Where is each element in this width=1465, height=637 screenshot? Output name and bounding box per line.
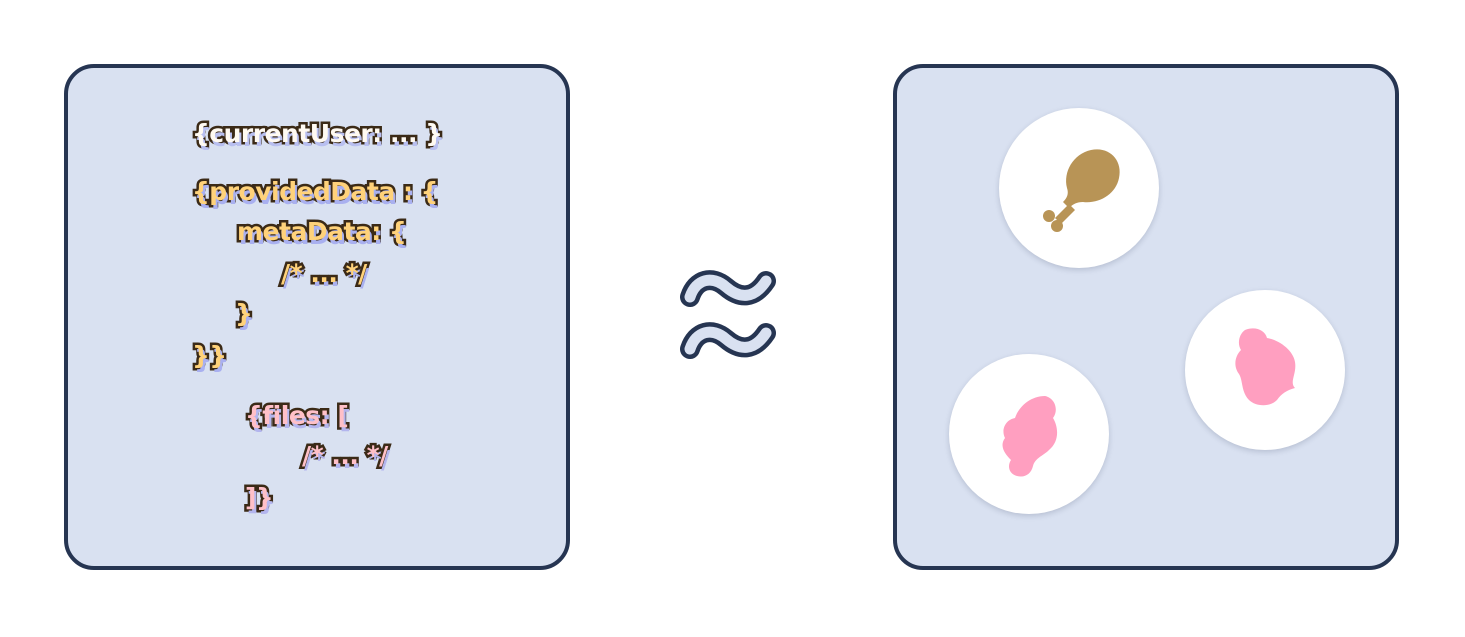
approximately-equal-icon bbox=[680, 265, 784, 375]
drumstick-icon bbox=[1043, 149, 1120, 232]
code-line-files: {files: [ bbox=[242, 399, 351, 433]
code-line-meta-data: metaData: { bbox=[234, 215, 409, 249]
raw-chicken-icon bbox=[1235, 328, 1296, 406]
plate-raw-chicken-right bbox=[1185, 290, 1345, 450]
plate-raw-chicken-left bbox=[949, 354, 1109, 514]
code-line-current-user: {currentUser: ... } bbox=[189, 117, 445, 151]
code-line-provided-data: {providedData : { bbox=[190, 175, 441, 209]
food-panel bbox=[893, 64, 1399, 570]
code-line-files-close: ]} bbox=[242, 481, 276, 515]
code-panel: {currentUser: ... } {providedData : { me… bbox=[64, 64, 570, 570]
plate-drumstick bbox=[999, 108, 1159, 268]
code-line-meta-close: } bbox=[232, 297, 255, 331]
code-line-provided-close: }} bbox=[190, 339, 230, 373]
code-line-files-comment: /* ... */ bbox=[300, 439, 391, 473]
code-line-meta-comment: /* ... */ bbox=[279, 257, 370, 291]
raw-chicken-icon bbox=[1002, 396, 1058, 477]
